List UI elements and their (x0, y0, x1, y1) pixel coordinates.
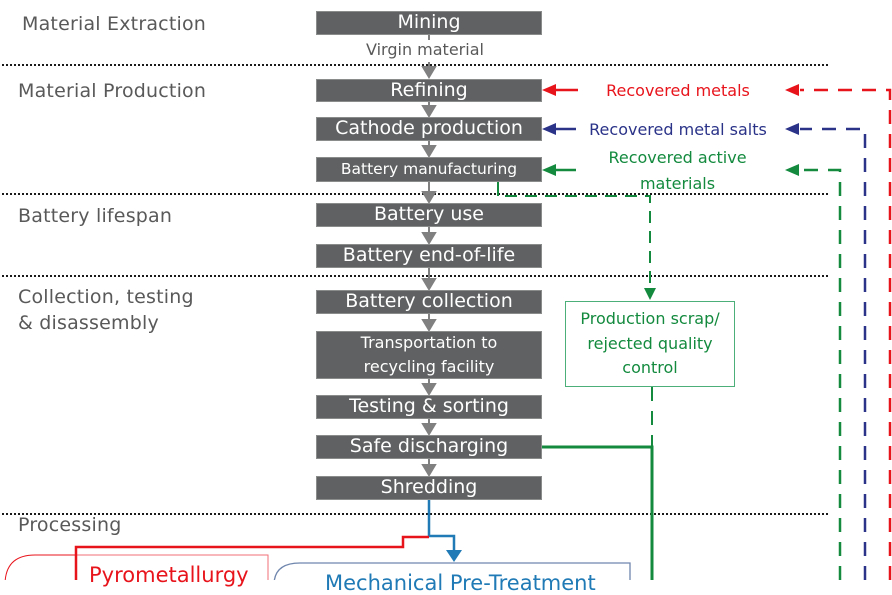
step-battery-manufacturing: Battery manufacturing (316, 157, 542, 182)
stage-label-material-production: Material Production (18, 80, 207, 102)
step-battery-use: Battery use (316, 203, 542, 227)
arrowhead-red-left (542, 84, 556, 96)
stage-divider (2, 513, 828, 515)
production-scrap-label: Production scrap/ rejected quality contr… (580, 308, 720, 378)
stage-label-material-extraction: Material Extraction (22, 13, 207, 35)
recovered-active-materials-label: Recovered active materials (608, 148, 747, 193)
gray-flow-arrows (421, 35, 437, 477)
step-mining: Mining (316, 11, 542, 35)
step-refining: Refining (316, 79, 542, 102)
connector-layer (4, 35, 892, 580)
shredding-line (427, 500, 456, 552)
stage-label-battery-lifespan: Battery lifespan (18, 205, 173, 227)
stage-divider (2, 193, 828, 195)
stage-label-collection-testing: Collection, testing & disassembly (18, 286, 194, 334)
arrowhead-red-right (785, 84, 799, 96)
arrowhead-blue-left (542, 123, 556, 135)
pyrometallurgy-label: Pyrometallurgy (89, 563, 249, 587)
production-scrap-box: Production scrap/ rejected quality contr… (565, 301, 735, 387)
recovered-metal-salts-label: Recovered metal salts (589, 120, 767, 139)
virgin-material-label: Virgin material (366, 40, 484, 59)
recovered-metals-loop (556, 88, 892, 580)
stage-label-processing: Processing (18, 514, 122, 536)
arrowhead-green-right (785, 164, 799, 176)
arrowhead-shredding (446, 550, 462, 562)
step-shredding: Shredding (316, 476, 542, 500)
mechanical-box (273, 562, 631, 580)
arrowhead-green-left (542, 164, 556, 176)
step-transportation: Transportation to recycling facility (316, 331, 542, 379)
step-battery-end-of-life: Battery end-of-life (316, 244, 542, 268)
pyrometallurgy-label-box (75, 554, 269, 580)
scrap-dashed-path (505, 195, 651, 290)
step-safe-discharging: Safe discharging (316, 435, 542, 459)
step-cathode-production: Cathode production (316, 117, 542, 141)
pyrometallurgy-outer-box (4, 554, 76, 580)
recovered-metal-salts-loop (556, 127, 867, 580)
stage-divider (2, 275, 828, 277)
arrowhead-scrap (644, 288, 656, 300)
recovered-metals-label: Recovered metals (606, 81, 750, 100)
step-testing-sorting: Testing & sorting (316, 395, 542, 419)
recovered-active-materials-loop (556, 168, 842, 580)
stage-divider (2, 64, 828, 66)
safe-discharging-line (542, 445, 654, 580)
mechanical-pretreatment-label: Mechanical Pre-Treatment (325, 571, 596, 595)
arrowhead-blue-right (785, 123, 799, 135)
step-battery-collection: Battery collection (316, 290, 542, 314)
